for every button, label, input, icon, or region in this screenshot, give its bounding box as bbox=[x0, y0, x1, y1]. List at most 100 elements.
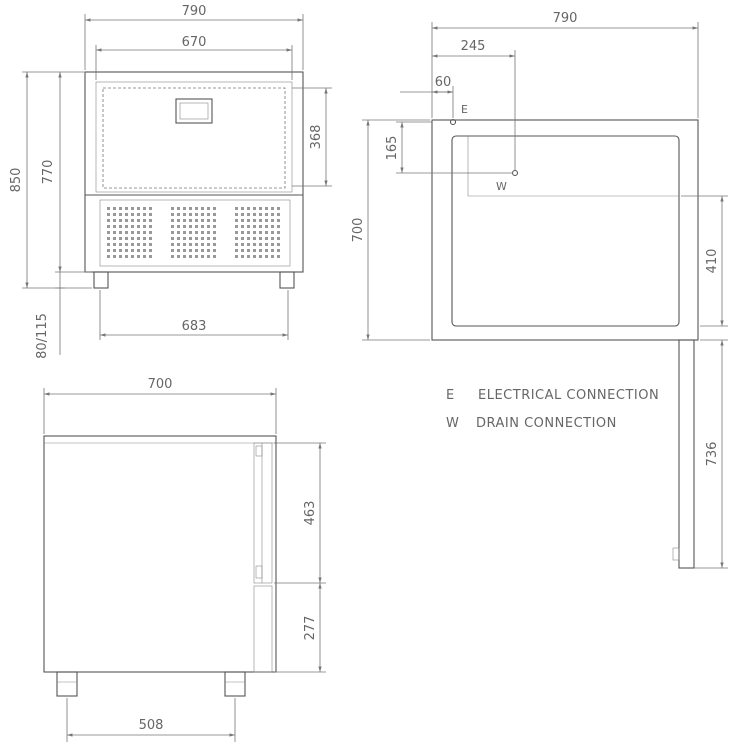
grille-hole bbox=[189, 237, 192, 240]
grille-hole bbox=[195, 249, 198, 252]
grille-hole bbox=[189, 243, 192, 246]
side-foot-left bbox=[56, 671, 78, 697]
grille-hole bbox=[143, 243, 146, 246]
grille-hole bbox=[277, 231, 280, 234]
grille-hole bbox=[207, 249, 210, 252]
grille-hole bbox=[125, 225, 128, 228]
dim-front-height-total: 850 bbox=[9, 168, 24, 193]
grille-hole bbox=[107, 219, 110, 222]
grille-hole bbox=[143, 213, 146, 216]
grille-hole bbox=[143, 255, 146, 258]
grille-hole bbox=[177, 243, 180, 246]
grille-hole bbox=[119, 219, 122, 222]
grille-hole bbox=[207, 225, 210, 228]
grille-hole bbox=[119, 255, 122, 258]
grille-hole bbox=[247, 231, 250, 234]
grille-hole bbox=[177, 219, 180, 222]
grille-hole bbox=[137, 207, 140, 210]
legend: E ELECTRICAL CONNECTION W DRAIN CONNECTI… bbox=[446, 388, 659, 431]
grille-hole bbox=[259, 249, 262, 252]
electrical-point bbox=[449, 118, 457, 126]
grille-hole bbox=[247, 213, 250, 216]
marker-e: E bbox=[461, 103, 468, 116]
grille-hole bbox=[213, 219, 216, 222]
door-inner-dashed bbox=[102, 87, 286, 189]
grille-hole bbox=[177, 225, 180, 228]
grille-hole bbox=[277, 207, 280, 210]
grille-hole bbox=[131, 231, 134, 234]
grille-hole bbox=[113, 225, 116, 228]
grille-hole bbox=[125, 255, 128, 258]
grille-hole bbox=[183, 249, 186, 252]
grille-hole bbox=[119, 225, 122, 228]
grille-hole bbox=[177, 231, 180, 234]
grille-hole bbox=[207, 255, 210, 258]
grille-hole bbox=[277, 213, 280, 216]
legend-e-key: E bbox=[446, 388, 455, 403]
grille-hole bbox=[177, 213, 180, 216]
side-door-lower bbox=[253, 585, 273, 673]
grille-hole bbox=[247, 219, 250, 222]
grille-hole bbox=[171, 219, 174, 222]
grille-hole bbox=[207, 207, 210, 210]
door-swing-panel bbox=[678, 339, 695, 569]
dim-side-lower: 277 bbox=[303, 616, 318, 641]
grille-hole bbox=[137, 219, 140, 222]
grille-hole bbox=[137, 213, 140, 216]
grille-hole bbox=[259, 219, 262, 222]
grille-hole bbox=[113, 231, 116, 234]
grille-hole bbox=[195, 243, 198, 246]
grille-hole bbox=[213, 225, 216, 228]
grille-hole bbox=[183, 237, 186, 240]
grille-hole bbox=[171, 225, 174, 228]
grille-hole bbox=[265, 213, 268, 216]
grille-hole bbox=[213, 255, 216, 258]
grille-hole bbox=[143, 231, 146, 234]
grille-hole bbox=[149, 243, 152, 246]
grille-hole bbox=[149, 219, 152, 222]
grille-hole bbox=[143, 249, 146, 252]
grille-hole bbox=[171, 207, 174, 210]
grille-hole bbox=[131, 225, 134, 228]
grille-hole bbox=[113, 243, 116, 246]
grille-hole bbox=[201, 219, 204, 222]
grille-hole bbox=[119, 237, 122, 240]
grille-hole bbox=[241, 231, 244, 234]
top-outline bbox=[431, 119, 699, 341]
grille-hole bbox=[271, 219, 274, 222]
grille-hole bbox=[125, 243, 128, 246]
grille-hole bbox=[189, 207, 192, 210]
grille-hole bbox=[183, 243, 186, 246]
grille-hole bbox=[189, 213, 192, 216]
grille-hole bbox=[241, 207, 244, 210]
dim-top-offset-165: 165 bbox=[385, 136, 400, 161]
grille-hole bbox=[241, 225, 244, 228]
grille-hole bbox=[207, 219, 210, 222]
grille-hole bbox=[137, 255, 140, 258]
grille-hole bbox=[241, 249, 244, 252]
door-hinge bbox=[672, 547, 680, 561]
grille-hole bbox=[177, 237, 180, 240]
grille-hole bbox=[143, 207, 146, 210]
grille-hole bbox=[207, 243, 210, 246]
grille-hole bbox=[107, 231, 110, 234]
grille-hole bbox=[113, 213, 116, 216]
side-hinge-bottom bbox=[255, 565, 263, 579]
top-inner bbox=[451, 135, 680, 327]
grille-hole bbox=[107, 213, 110, 216]
grille-hole bbox=[265, 231, 268, 234]
grille-hole bbox=[119, 207, 122, 210]
grille-hole bbox=[253, 225, 256, 228]
grille-hole bbox=[247, 255, 250, 258]
grille-hole bbox=[247, 249, 250, 252]
grille-hole bbox=[265, 237, 268, 240]
dim-top-depth: 700 bbox=[351, 218, 366, 243]
grille-hole bbox=[277, 249, 280, 252]
grille-hole bbox=[149, 213, 152, 216]
grille-hole bbox=[201, 231, 204, 234]
grille-hole bbox=[143, 237, 146, 240]
grille-hole bbox=[131, 219, 134, 222]
grille-hole bbox=[277, 243, 280, 246]
grille-hole bbox=[149, 231, 152, 234]
grille-hole bbox=[171, 243, 174, 246]
